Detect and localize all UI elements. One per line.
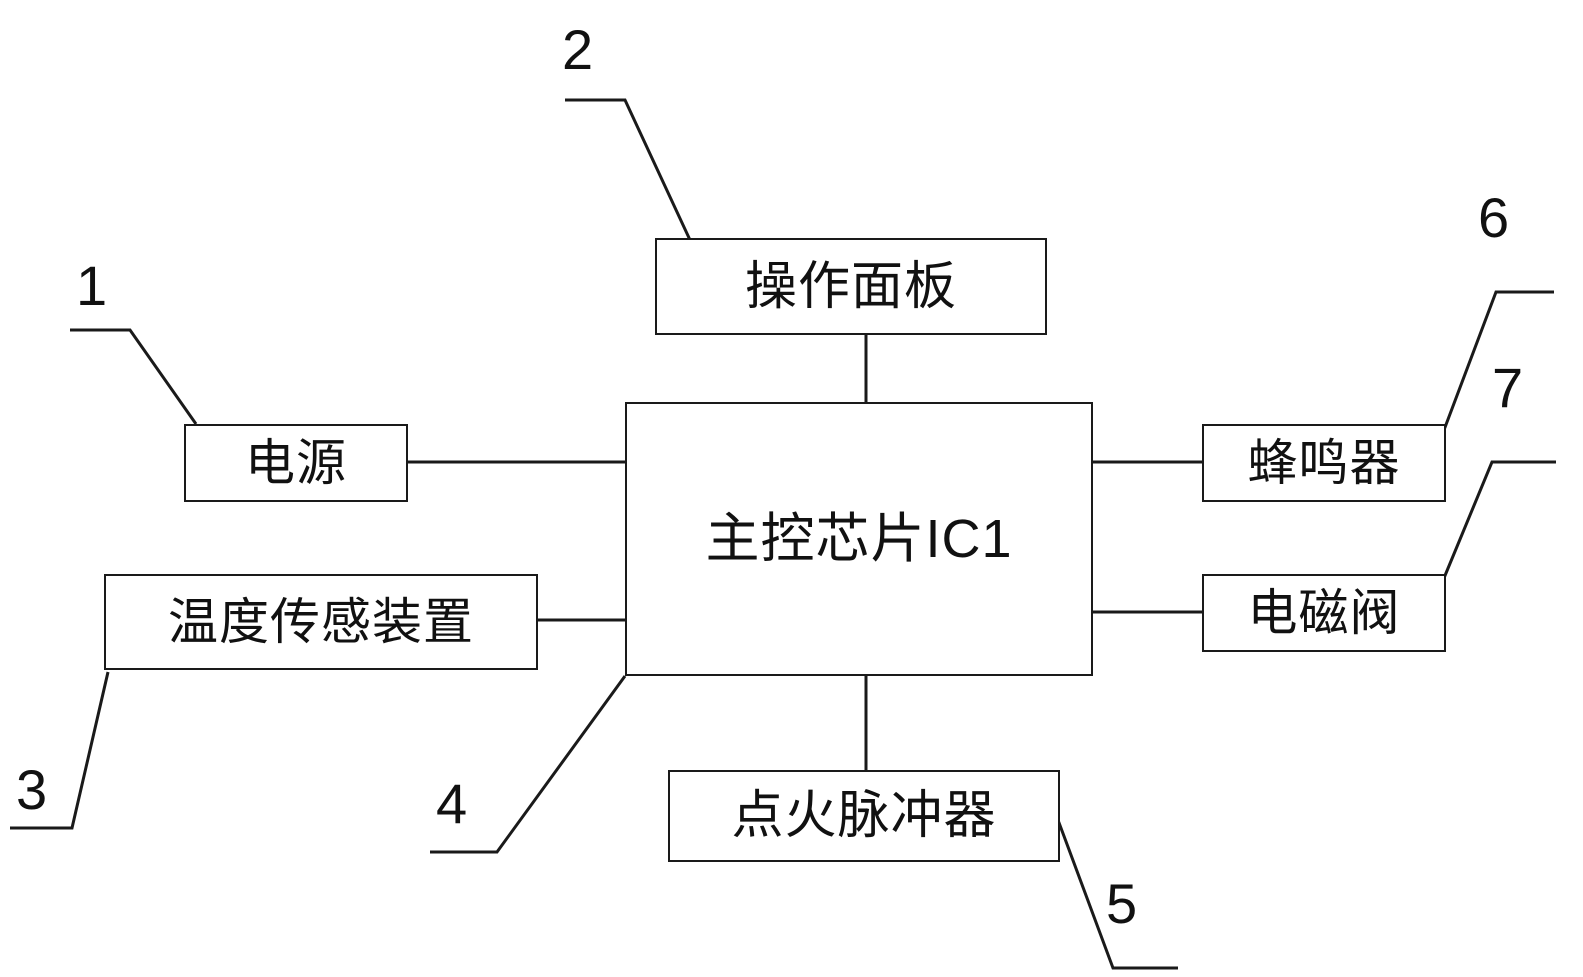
reference-number-4: 4 — [436, 772, 468, 835]
reference-number-7: 7 — [1492, 356, 1524, 419]
reference-number-1: 1 — [76, 254, 108, 317]
block-ignition-pulser-label: 点火脉冲器 — [731, 787, 997, 845]
leader-line-1 — [70, 328, 198, 425]
leader-line-2 — [565, 98, 692, 241]
block-solenoid-valve-label: 电磁阀 — [1247, 585, 1401, 641]
reference-number-2: 2 — [562, 18, 594, 81]
block-solenoid-valve[interactable]: 电磁阀 — [1202, 574, 1446, 652]
block-control-panel-label: 操作面板 — [744, 257, 957, 316]
block-main-chip[interactable]: 主控芯片IC1 — [625, 402, 1093, 676]
leader-line-7 — [1442, 460, 1556, 579]
block-power[interactable]: 电源 — [184, 424, 408, 502]
block-temperature-sensor[interactable]: 温度传感装置 — [104, 574, 538, 670]
block-buzzer-label: 蜂鸣器 — [1247, 435, 1401, 491]
block-buzzer[interactable]: 蜂鸣器 — [1202, 424, 1446, 502]
block-control-panel[interactable]: 操作面板 — [655, 238, 1047, 335]
reference-number-5: 5 — [1106, 872, 1138, 935]
reference-number-6: 6 — [1478, 186, 1510, 249]
block-main-chip-label: 主控芯片IC1 — [705, 509, 1013, 569]
block-power-label: 电源 — [245, 435, 347, 491]
block-temperature-sensor-label: 温度传感装置 — [168, 594, 474, 650]
reference-number-3: 3 — [16, 758, 48, 821]
block-ignition-pulser[interactable]: 点火脉冲器 — [668, 770, 1060, 862]
